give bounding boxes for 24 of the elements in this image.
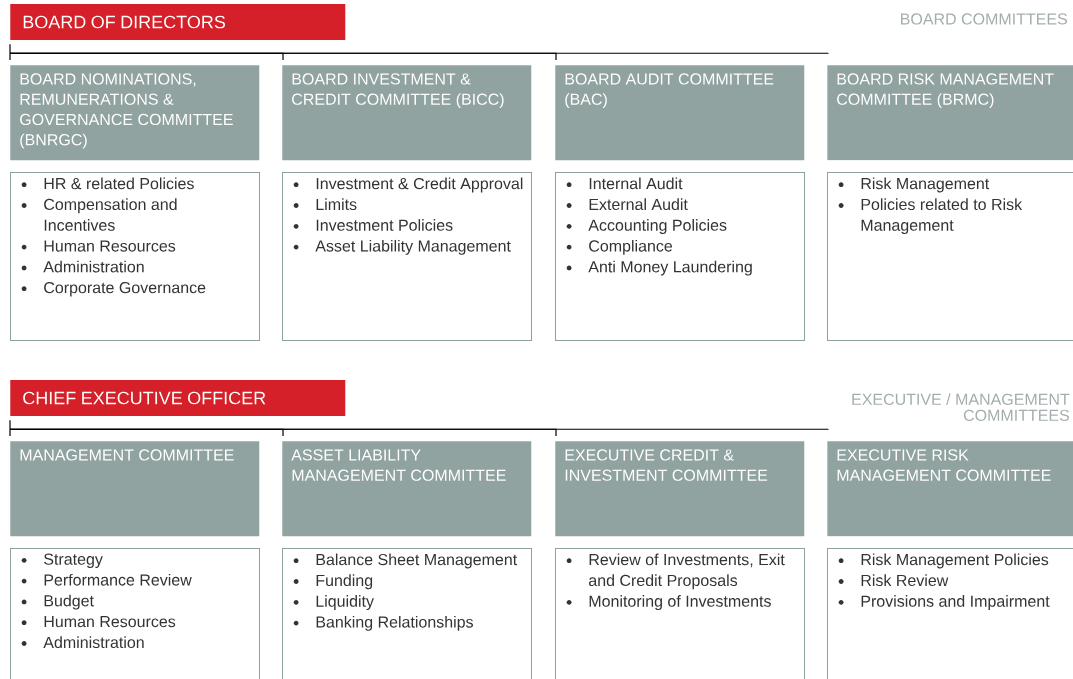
committee-box: BOARD AUDIT COMMITTEE (BAC)	[555, 65, 805, 161]
section-heading: BOARD COMMITTEES	[901, 13, 1067, 25]
topic-list-box: HR & related Policies Compensation and Incentives Human Resources Administration Corporate Governance	[10, 172, 260, 341]
topic-list-box: Investment & Credit Approval Limits Investment Policies Asset Liability Management	[282, 172, 532, 341]
topic-list-box: Strategy Performance Review Budget Human Resources Administration	[10, 548, 260, 679]
connector-line	[9, 428, 829, 430]
topic-list-box: Review of Investments, Exit and Credit Proposals Monitoring of Investments	[555, 548, 805, 679]
topic-list-box: Balance Sheet Management Funding Liquidity Banking Relationships	[282, 548, 532, 679]
topic-list-box: Internal Audit External Audit Accounting Policies Compliance Anti Money Laundering	[555, 172, 805, 341]
committee-box: EXECUTIVE CREDIT & INVESTMENT COMMITTEE	[555, 441, 805, 537]
title-bar: BOARD OF DIRECTORS	[10, 4, 346, 40]
title-bar: CHIEF EXECUTIVE OFFICER	[10, 380, 346, 416]
committee-box: BOARD NOMINATIONS, REMUNERATIONS & GOVERNANCE COMMITTEE (BNRGC)	[10, 65, 260, 161]
committee-box: MANAGEMENT COMMITTEE	[10, 441, 260, 537]
connector-line	[9, 419, 11, 437]
connector-line	[9, 52, 829, 54]
committee-box: ASSET LIABILITY MANAGEMENT COMMITTEE	[282, 441, 532, 537]
committee-box: BOARD RISK MANAGEMENT COMMITTEE (BRMC)	[827, 65, 1073, 161]
committee-box: EXECUTIVE RISK MANAGEMENT COMMITTEE	[827, 441, 1073, 537]
section-heading: EXECUTIVE / MANAGEMENT COMMITTEES	[852, 393, 1070, 421]
committee-box: BOARD INVESTMENT & CREDIT COMMITTEE (BICC)	[282, 65, 532, 161]
connector-line	[9, 43, 11, 61]
topic-list-box: Risk Management Policies related to Risk Management	[827, 172, 1073, 341]
topic-list-box: Risk Management Policies Risk Review Provisions and Impairment	[827, 548, 1073, 679]
